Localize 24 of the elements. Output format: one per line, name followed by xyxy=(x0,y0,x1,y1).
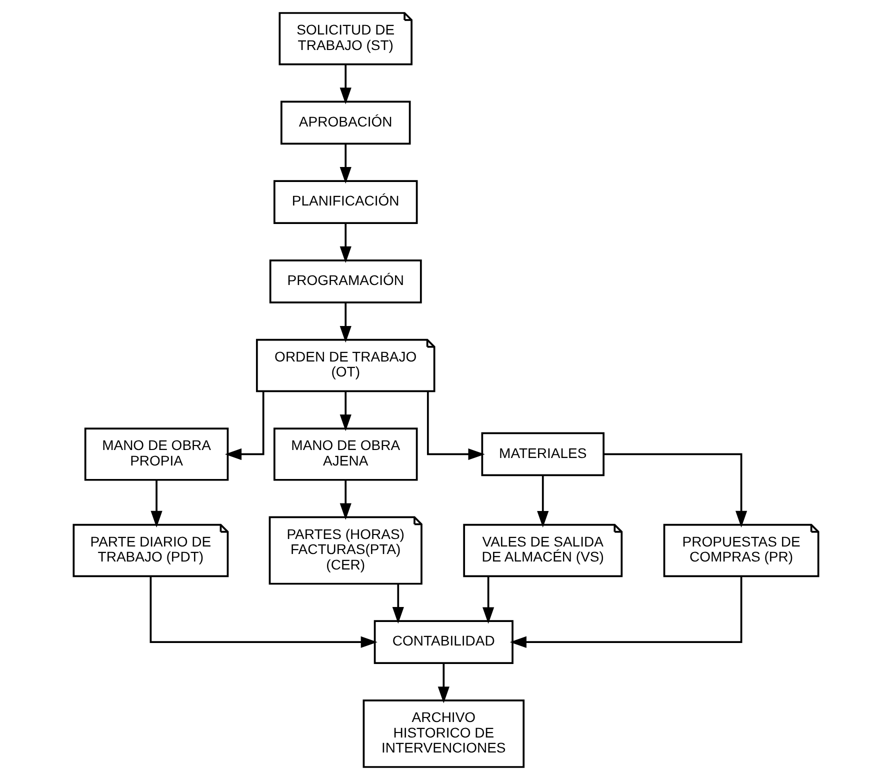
node-box: PLANIFICACIÓN xyxy=(273,180,418,224)
node-box: CONTABILIDAD xyxy=(373,620,513,664)
node-box: ARCHIVO HISTORICO DE INTERVENCIONES xyxy=(362,700,524,768)
arrow xyxy=(509,576,742,648)
arrow xyxy=(426,392,484,460)
arrow xyxy=(339,302,351,343)
node-box: APROBACIÓN xyxy=(280,100,410,145)
arrow xyxy=(339,144,351,184)
arrow xyxy=(339,64,351,104)
node-box: PROGRAMACIÓN xyxy=(268,260,422,304)
node-box: MATERIALES xyxy=(480,432,604,476)
arrow xyxy=(536,476,548,528)
arrow xyxy=(224,392,264,460)
node-box: MANO DE OBRA PROPIA xyxy=(84,428,228,481)
arrow xyxy=(604,453,747,528)
arrow xyxy=(437,663,449,704)
node-box: MANO DE OBRA AJENA xyxy=(273,428,418,481)
arrow xyxy=(339,392,351,432)
arrow xyxy=(339,480,351,520)
arrow xyxy=(482,576,494,624)
arrow xyxy=(149,576,377,648)
arrow xyxy=(150,480,162,528)
arrow xyxy=(392,584,404,624)
arrow xyxy=(339,223,351,263)
